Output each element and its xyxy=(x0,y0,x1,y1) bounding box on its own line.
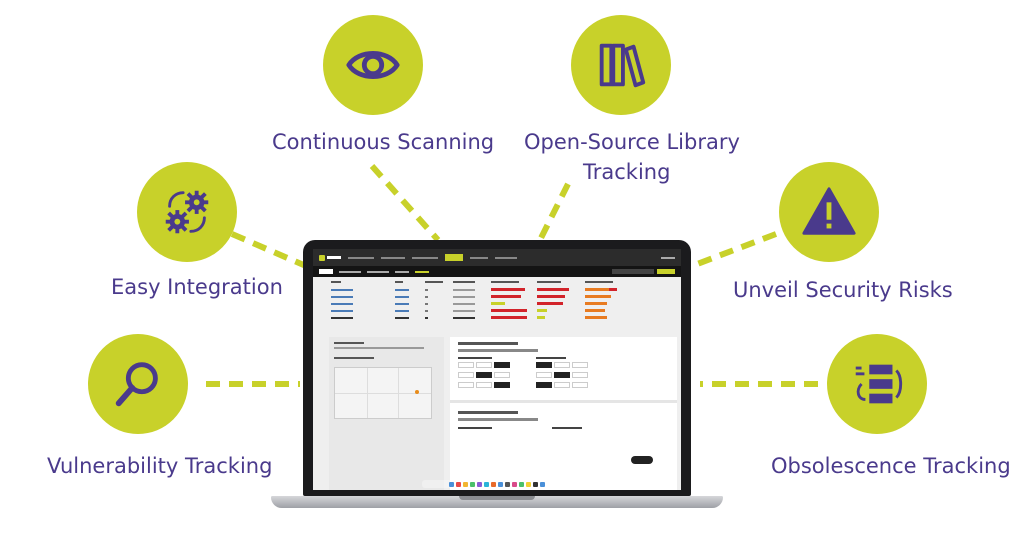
continuous-scanning-badge xyxy=(323,15,423,115)
table-row xyxy=(313,286,681,293)
table-row xyxy=(313,293,681,300)
laptop-screen-frame xyxy=(303,240,691,496)
cvss-scores-pane xyxy=(450,337,677,490)
sub-tab xyxy=(395,270,409,273)
sub-action-button xyxy=(657,269,675,274)
nav-item xyxy=(381,256,405,259)
sub-select xyxy=(612,269,654,274)
dock xyxy=(422,480,572,488)
vulnerability-tracking-label: Vulnerability Tracking xyxy=(47,454,273,478)
unveil-risks-label: Unveil Security Risks xyxy=(733,278,953,302)
open-source-tracking-label-line1: Open-Source Library xyxy=(524,130,740,154)
easy-integration-badge xyxy=(137,162,237,262)
nav-item xyxy=(470,256,488,259)
nav-item xyxy=(412,256,438,259)
continuous-scanning-label: Continuous Scanning xyxy=(272,130,495,154)
help-button xyxy=(631,456,653,464)
app-sub-bar xyxy=(313,266,681,277)
nav-item xyxy=(495,256,517,259)
open-source-tracking-badge xyxy=(571,15,671,115)
obsolescence-tracking-label: Obsolescence Tracking xyxy=(771,454,1011,478)
sub-tab-active xyxy=(319,269,333,274)
magnifier-icon xyxy=(115,362,158,407)
table-row xyxy=(313,314,681,321)
gears-cycle-icon xyxy=(165,190,209,234)
laptop-notch xyxy=(459,496,535,500)
eye-icon xyxy=(346,51,400,79)
sub-tab xyxy=(367,270,389,273)
description-pane xyxy=(329,337,444,490)
easy-integration-label: Easy Integration xyxy=(111,275,283,299)
warning-triangle-icon xyxy=(802,187,856,235)
nav-item-active xyxy=(445,254,463,261)
sub-bar-actions xyxy=(612,269,675,274)
vulnerability-tracking-badge xyxy=(88,334,188,434)
swap-blocks-icon xyxy=(855,364,903,404)
nav-item xyxy=(348,256,374,259)
user-menu xyxy=(661,256,675,259)
sub-tab xyxy=(415,270,429,273)
table-row xyxy=(313,307,681,314)
open-source-tracking-label-line2: Tracking xyxy=(583,160,671,184)
cvss-distribution-chart xyxy=(334,367,432,419)
laptop-base xyxy=(271,496,723,508)
vulnerability-detail-panel xyxy=(329,337,677,490)
table-header xyxy=(313,277,681,286)
unveil-risks-badge xyxy=(779,162,879,262)
obsolescence-tracking-badge xyxy=(827,334,927,434)
app-screenshot xyxy=(313,249,681,490)
sub-tab xyxy=(339,270,361,273)
books-icon xyxy=(599,43,646,88)
distribution-point xyxy=(415,390,419,394)
app-top-bar xyxy=(313,249,681,266)
cvss-metrics xyxy=(458,357,669,392)
table-row xyxy=(313,300,681,307)
app-logo xyxy=(319,254,341,261)
